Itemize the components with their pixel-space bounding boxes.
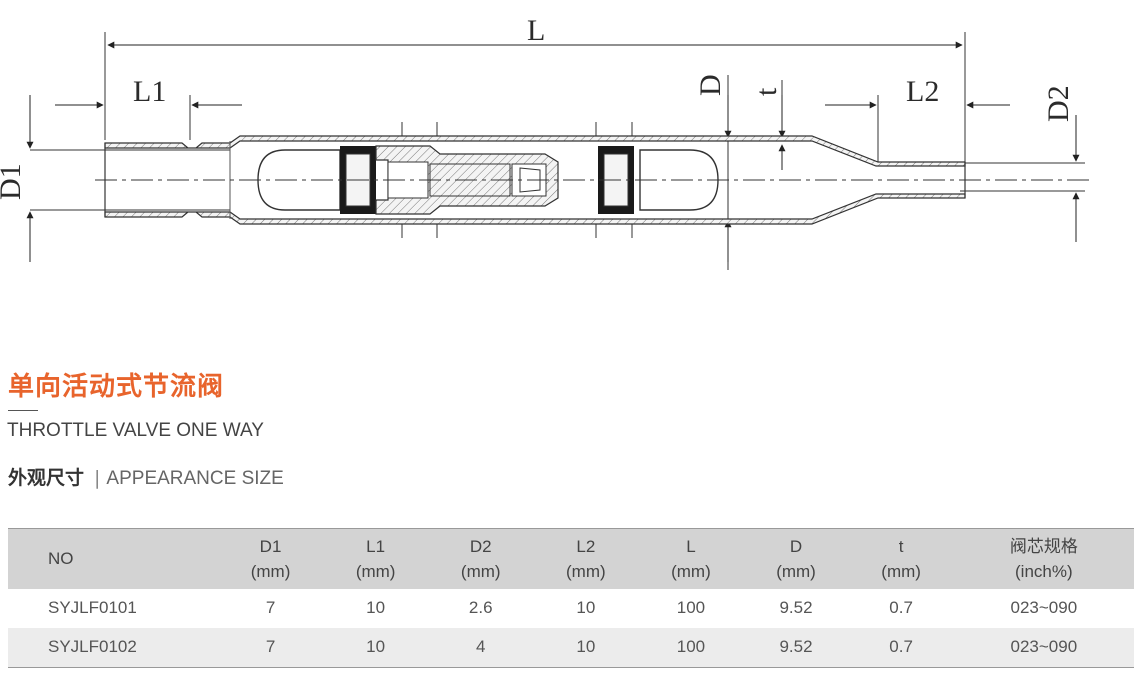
spec-table: NO D1(mm) L1(mm) D2(mm) L2(mm) L(mm) D(m…: [8, 528, 1134, 668]
cell-l2: 10: [576, 598, 596, 617]
label-L2: L2: [906, 75, 939, 108]
section-title-en: APPEARANCE SIZE: [106, 468, 284, 489]
crimp-marks: [401, 122, 633, 238]
header-l2: L2(mm): [566, 536, 606, 581]
cell-l1: 10: [366, 598, 386, 617]
header-d: D(mm): [776, 536, 816, 581]
label-t: t: [750, 87, 783, 96]
label-D2: D2: [1042, 85, 1075, 122]
table-row: SYJLF0102 7 10 4 10 100 9.52 0.7 023~090: [8, 627, 1134, 667]
cell-core-spec: 023~090: [1010, 598, 1078, 617]
cell-d: 9.52: [779, 637, 813, 656]
label-L1: L1: [133, 75, 166, 108]
title-divider: [8, 410, 38, 411]
cell-l1: 10: [366, 637, 386, 656]
cell-d1: 7: [265, 598, 276, 617]
label-L: L: [527, 14, 545, 47]
cell-t: 0.7: [889, 637, 913, 656]
header-d1: D1(mm): [250, 536, 291, 581]
header-t: t(mm): [881, 536, 921, 581]
cell-d2: 2.6: [468, 598, 493, 617]
dimension-arrows: [26, 41, 1080, 262]
table-header-row: NO D1(mm) L1(mm) D2(mm) L2(mm) L(mm) D(m…: [8, 528, 1134, 589]
cell-l: 100: [676, 637, 706, 656]
product-title-cn: 单向活动式节流阀: [8, 372, 225, 402]
header-d2: D2(mm): [460, 536, 501, 581]
section-title-cn: 外观尺寸: [8, 467, 85, 489]
header-no: NO: [48, 549, 74, 569]
section-heading: 外观尺寸 |APPEARANCE SIZE: [8, 463, 284, 490]
cell-t: 0.7: [889, 598, 913, 617]
label-D: D: [694, 74, 727, 96]
cell-no: SYJLF0102: [48, 637, 137, 656]
section-separator: |: [94, 467, 101, 489]
cell-d: 9.52: [779, 598, 813, 617]
cell-no: SYJLF0101: [48, 598, 137, 617]
header-l: L(mm): [671, 536, 711, 581]
extension-lines: [30, 32, 1085, 270]
cell-d2: 4: [476, 637, 486, 656]
table-row: SYJLF0101 7 10 2.6 10 100 9.52 0.7 023~0…: [8, 589, 1134, 628]
product-title-en: THROTTLE VALVE ONE WAY: [7, 420, 264, 441]
cell-core-spec: 023~090: [1010, 637, 1078, 656]
header-core-spec: 阀芯规格(inch%): [1009, 536, 1078, 581]
cell-l2: 10: [576, 637, 596, 656]
cell-d1: 7: [265, 637, 276, 656]
header-l1: L1(mm): [355, 536, 396, 581]
valve-technical-drawing: L L1 L2 D t D1 D2: [0, 14, 1092, 270]
label-D1: D1: [0, 163, 27, 200]
cell-l: 100: [676, 598, 706, 617]
